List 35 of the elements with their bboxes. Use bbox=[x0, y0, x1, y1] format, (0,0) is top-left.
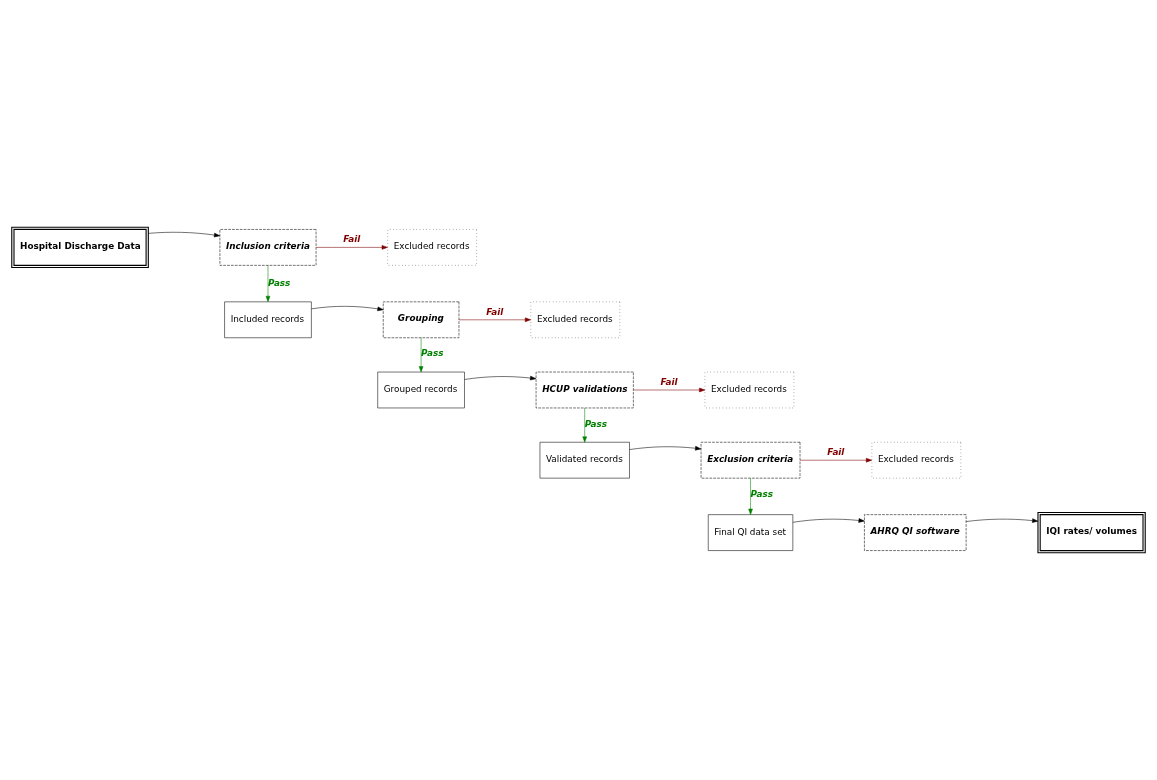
edge-label: Fail bbox=[660, 376, 678, 387]
node-box: Excluded records bbox=[871, 441, 962, 479]
edge-label: Pass bbox=[421, 348, 444, 359]
node-box: Excluded records bbox=[704, 371, 795, 409]
node-box: Excluded records bbox=[387, 229, 477, 266]
arrow bbox=[582, 407, 587, 443]
node-box: HCUP validations bbox=[535, 371, 634, 409]
arrow bbox=[748, 477, 753, 515]
edge-label: Fail bbox=[827, 447, 845, 458]
edge-label: Fail bbox=[486, 306, 504, 317]
arrow bbox=[792, 518, 865, 523]
arrow bbox=[265, 265, 271, 302]
arrow bbox=[458, 317, 531, 322]
node-box: Exclusion criteria bbox=[700, 441, 801, 479]
node-box: AHRQ QI software bbox=[864, 514, 967, 551]
arrow bbox=[315, 245, 388, 250]
arrow bbox=[799, 458, 873, 463]
node-box: Grouped records bbox=[377, 371, 465, 409]
arrow bbox=[633, 387, 706, 393]
node-box: Validated records bbox=[539, 441, 630, 479]
edge-label: Pass bbox=[267, 278, 291, 289]
arrow bbox=[629, 446, 702, 451]
arrow bbox=[418, 337, 424, 373]
arrow bbox=[311, 306, 384, 312]
node-box: Final QI data set bbox=[708, 514, 794, 551]
arrow bbox=[148, 232, 221, 238]
edge-label: Pass bbox=[584, 418, 608, 429]
arrow bbox=[965, 518, 1039, 523]
edge-label: Pass bbox=[750, 488, 773, 499]
arrow bbox=[464, 375, 537, 381]
node-box: Excluded records bbox=[530, 301, 621, 339]
node-box: Inclusion criteria bbox=[219, 229, 317, 266]
edge-label: Fail bbox=[343, 234, 361, 245]
node-box: Included records bbox=[224, 301, 312, 339]
node-box: Grouping bbox=[382, 301, 460, 339]
